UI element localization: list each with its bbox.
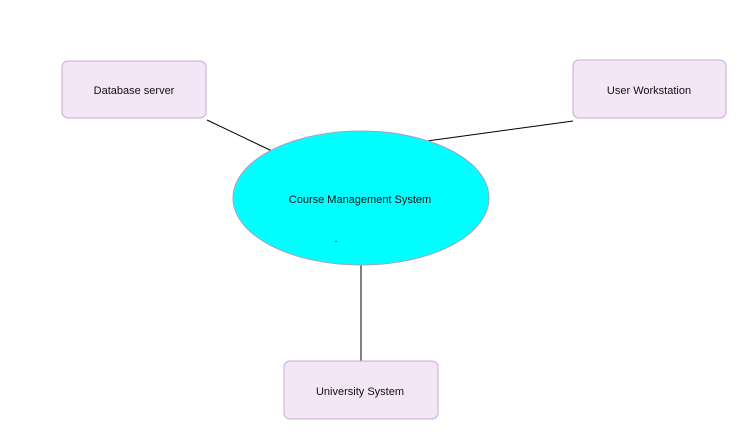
database-server-label: Database server <box>94 85 175 97</box>
node-user-workstation[interactable]: User Workstation <box>572 59 727 119</box>
course-management-system-label: Course Management System <box>289 194 431 206</box>
university-system-box <box>283 360 439 420</box>
course-management-system-ellipse <box>232 130 490 266</box>
node-university-system[interactable]: University System <box>283 360 439 420</box>
university-system-label: University System <box>316 386 404 398</box>
course-management-system-mark: . <box>334 233 337 245</box>
connector-cms-to-workstation <box>426 120 574 142</box>
node-course-management-system[interactable]: Course Management System . <box>232 130 490 266</box>
database-server-box <box>61 60 207 119</box>
user-workstation-box <box>572 59 727 119</box>
node-database-server[interactable]: Database server <box>61 60 207 119</box>
user-workstation-label: User Workstation <box>607 85 691 97</box>
connector-db-to-cms <box>206 119 273 152</box>
